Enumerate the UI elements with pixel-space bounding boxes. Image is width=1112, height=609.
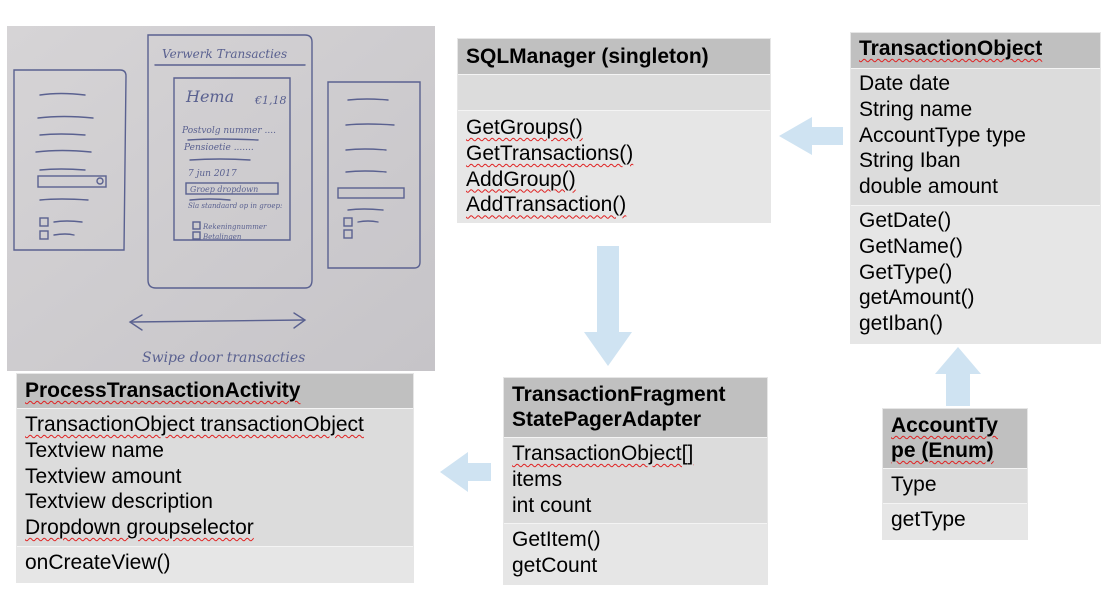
transactionobject-header: TransactionObject <box>851 33 1100 69</box>
sketch-check1: Rekeningnummer <box>202 223 267 231</box>
sqlmanager-header: SQLManager (singleton) <box>458 39 770 75</box>
transactionobject-class: TransactionObject Date date String name … <box>850 32 1101 344</box>
sqlmanager-method: GetGroups() <box>466 116 583 139</box>
pageradapter-attributes: TransactionObject[] items int count <box>504 438 767 524</box>
transactionobject-attribute: String Iban <box>859 149 961 173</box>
arrow-left-to-activity <box>440 452 491 492</box>
accounttype-attribute: Type <box>891 473 937 496</box>
transactionobject-attribute: double amount <box>859 175 998 199</box>
accounttype-methods: getType <box>883 504 1027 539</box>
processtransactionactivity-attribute: Dropdown groupselector <box>25 516 254 540</box>
transactionobject-attribute: AccountType type <box>859 123 1026 147</box>
transactionobject-method: GetDate() <box>859 209 952 232</box>
processtransactionactivity-class: ProcessTransactionActivity TransactionOb… <box>16 373 414 583</box>
transactionobject-attributes: Date date String name AccountType type S… <box>851 69 1100 206</box>
processtransactionactivity-attribute: TransactionObject transactionObject <box>25 413 364 436</box>
processtransactionactivity-attribute: Textview name <box>25 438 164 462</box>
arrow-up-to-transactionobject <box>935 347 981 406</box>
sketch-card-name: Hema <box>185 87 234 106</box>
pageradapter-method: getCount <box>512 553 598 577</box>
sqlmanager-attributes <box>458 75 770 111</box>
pageradapter-class: TransactionFragment StatePagerAdapter Tr… <box>503 377 768 585</box>
transactionobject-method: GetType() <box>859 260 953 284</box>
sketch-line2: Pensioetie ....... <box>183 143 254 153</box>
pageradapter-attribute: TransactionObject[] <box>512 442 694 465</box>
accounttype-header: AccountTy pe (Enum) <box>883 409 1027 469</box>
processtransactionactivity-title: ProcessTransactionActivity <box>25 379 301 402</box>
accounttype-class: AccountTy pe (Enum) Type getType <box>882 408 1028 540</box>
sketch-title: Verwerk Transacties <box>162 47 287 61</box>
arrow-left-to-sqlmanager <box>779 117 843 155</box>
transactionobject-method: getIban() <box>859 312 944 336</box>
transactionobject-title: TransactionObject <box>859 37 1043 60</box>
processtransactionactivity-attribute: Textview description <box>25 490 213 514</box>
sketch-line1: Postvolg nummer .... <box>181 126 276 136</box>
processtransactionactivity-header: ProcessTransactionActivity <box>17 374 413 409</box>
arrows <box>440 117 981 492</box>
pageradapter-title-line1: TransactionFragment <box>512 383 726 406</box>
processtransactionactivity-methods: onCreateView() <box>17 547 413 582</box>
pageradapter-method: GetItem() <box>512 528 601 551</box>
sqlmanager-method: GetTransactions() <box>466 141 634 165</box>
processtransactionactivity-method: onCreateView() <box>25 551 171 574</box>
transactionobject-attribute: String name <box>859 97 973 121</box>
sketch-card-amount: €1,18 <box>254 94 287 107</box>
sketch-dropdown: Groep dropdown <box>190 185 258 194</box>
accounttype-attributes: Type <box>883 469 1027 504</box>
processtransactionactivity-attributes: TransactionObject transactionObject Text… <box>17 409 413 547</box>
sqlmanager-methods: GetGroups() GetTransactions() AddGroup()… <box>458 111 770 222</box>
sketch-check2: Betalingen <box>202 233 242 241</box>
accounttype-method: getType <box>891 508 966 531</box>
pageradapter-attribute: items <box>512 467 563 491</box>
sketch-note: Sla standaard op in groep: <box>188 202 282 210</box>
sqlmanager-class: SQLManager (singleton) GetGroups() GetTr… <box>457 38 771 223</box>
sketch-drawing <box>13 34 421 331</box>
pageradapter-header: TransactionFragment StatePagerAdapter <box>504 378 767 438</box>
transactionobject-attribute: Date date <box>859 72 951 95</box>
accounttype-title-line2: pe (Enum) <box>891 439 994 462</box>
arrow-down-to-adapter <box>584 246 632 366</box>
sqlmanager-method: AddGroup() <box>466 167 576 191</box>
transactionobject-method: getAmount() <box>859 286 975 310</box>
sketch-caption: Swipe door transacties <box>142 350 305 366</box>
pageradapter-title-line2: StatePagerAdapter <box>512 408 702 431</box>
transactionobject-methods: GetDate() GetName() GetType() getAmount(… <box>851 206 1100 343</box>
sqlmanager-method: AddTransaction() <box>466 193 627 217</box>
sqlmanager-title: SQLManager (singleton) <box>466 45 709 68</box>
sketch-date: 7 jun 2017 <box>188 169 237 179</box>
accounttype-title-line1: AccountTy <box>891 414 998 437</box>
pageradapter-methods: GetItem() getCount <box>504 524 767 584</box>
processtransactionactivity-attribute: Textview amount <box>25 464 182 488</box>
transactionobject-method: GetName() <box>859 234 963 258</box>
pageradapter-attribute: int count <box>512 493 592 517</box>
